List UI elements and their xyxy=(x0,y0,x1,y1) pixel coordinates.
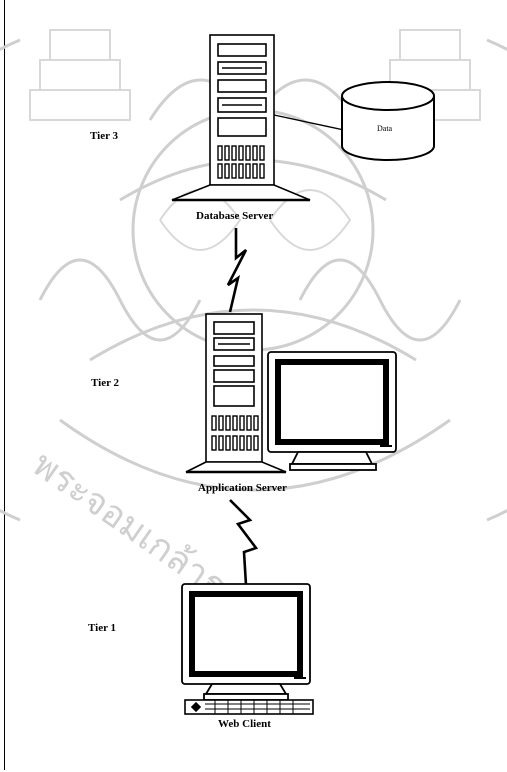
data-store-icon xyxy=(342,82,434,160)
data-store-label: Data xyxy=(377,124,393,133)
db-to-data-link xyxy=(274,115,344,130)
database-server-icon xyxy=(172,35,310,200)
application-monitor-icon xyxy=(268,352,396,470)
db-to-app-link xyxy=(228,228,246,312)
keyboard-icon xyxy=(185,700,313,714)
web-client-monitor-icon xyxy=(182,584,310,700)
app-to-client-link xyxy=(230,500,256,585)
